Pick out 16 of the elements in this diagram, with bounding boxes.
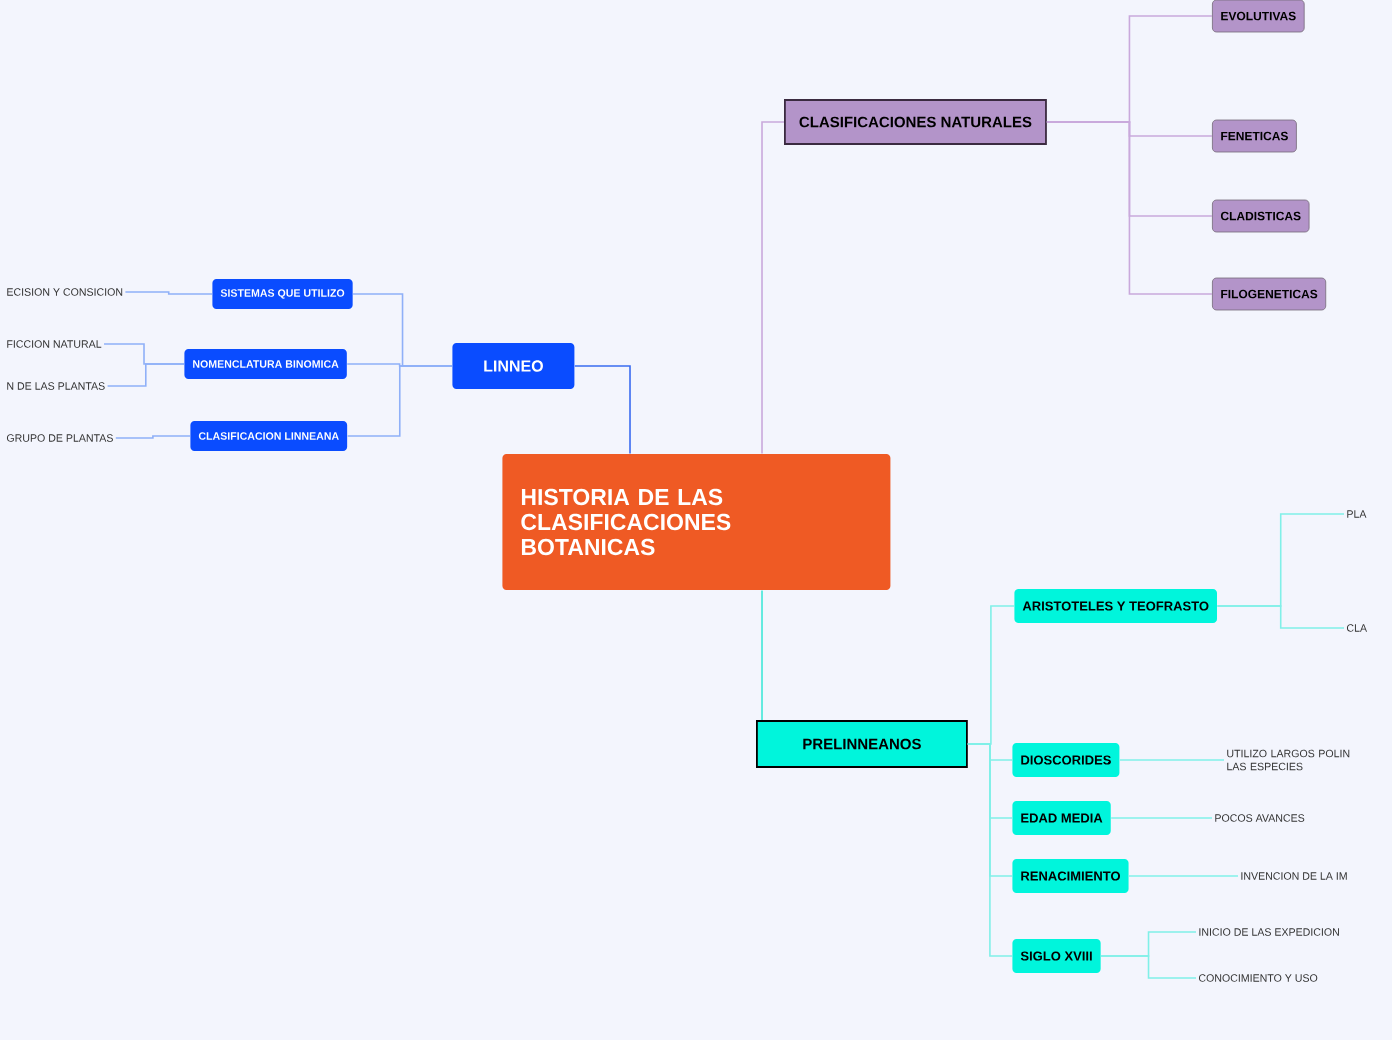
- connector-line: [1216, 605, 1345, 629]
- connector-line: [346, 365, 453, 437]
- topic-box: LINNEO: [452, 343, 575, 389]
- central-topic-box: HISTORIA DE LAS CLASIFICACIONES BOTANICAS: [502, 454, 891, 590]
- connector-line: [1100, 955, 1197, 979]
- connector-line: [761, 589, 763, 721]
- connector-line: [124, 291, 213, 295]
- connector-line: [967, 743, 1013, 957]
- connector-line: [761, 121, 785, 455]
- connector-line: [115, 435, 191, 439]
- connector-line: [1046, 121, 1213, 295]
- connector-line: [1128, 875, 1239, 877]
- connector-line: [1119, 759, 1225, 761]
- connector-line: [106, 363, 185, 387]
- connector-line: [1110, 817, 1213, 819]
- connector-line: [574, 365, 631, 455]
